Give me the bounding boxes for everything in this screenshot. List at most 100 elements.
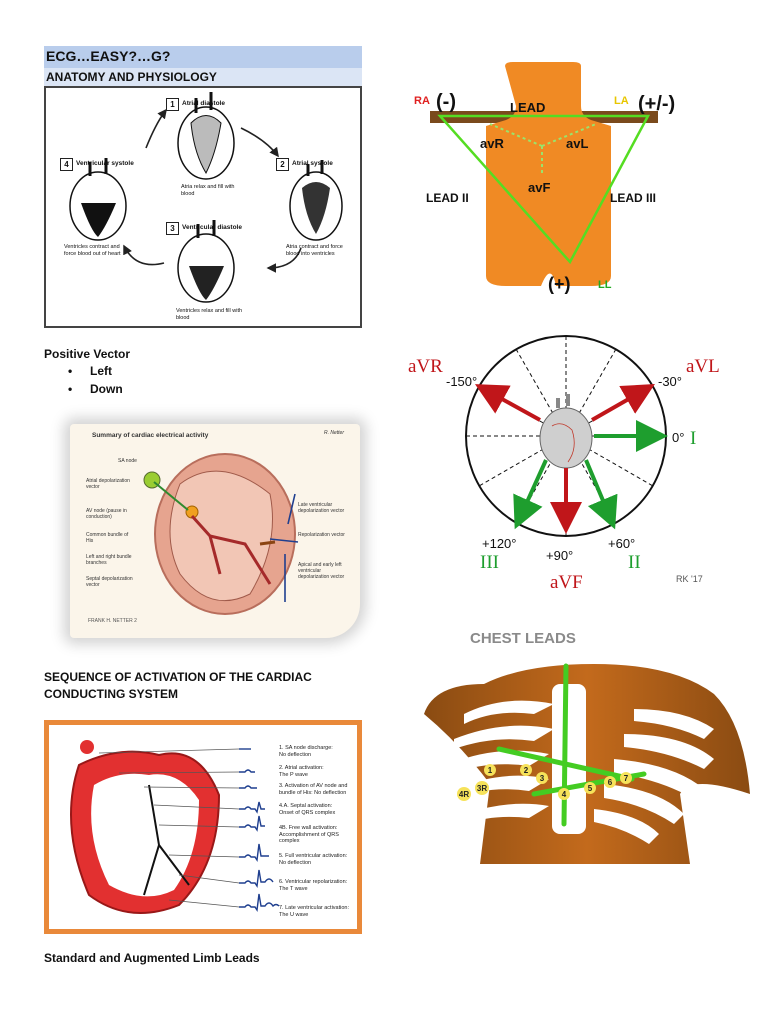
credit-label: RK '17 bbox=[676, 574, 703, 584]
late-vector-label: Late ventricular depolarization vector bbox=[298, 502, 345, 514]
m150-label: -150° bbox=[446, 374, 477, 389]
heart-3-icon bbox=[177, 220, 235, 303]
avf-label: avF bbox=[528, 180, 550, 195]
chest-leads-title: CHEST LEADS bbox=[470, 630, 576, 647]
conduction-step-1: 1. SA node discharge:No deflection bbox=[279, 745, 333, 758]
electrode-markers: 1 2 3 4 5 6 7 3R 4R bbox=[457, 764, 632, 801]
svg-text:6: 6 bbox=[608, 778, 613, 787]
av-node-label: AV node (pause in conduction) bbox=[86, 508, 127, 520]
atrial-vector-label: Atrial depolarization vector bbox=[86, 478, 130, 490]
subtitle-bar: ANATOMY AND PHYSIOLOGY bbox=[44, 68, 362, 86]
lead-ii-label: LEAD II bbox=[426, 191, 469, 205]
center-heart-icon bbox=[539, 394, 593, 469]
avr-axis-label: aVR bbox=[408, 356, 443, 377]
heart-1-icon bbox=[177, 92, 235, 180]
card-footer: FRANK H. NETTER 2 bbox=[88, 618, 137, 624]
lead-ii-vector bbox=[584, 459, 618, 530]
conduction-heart-illustration bbox=[70, 740, 280, 914]
conduction-step-4b: 4B. Free wall activation:Accomplishment … bbox=[279, 825, 339, 844]
stage-4-caption: Ventricles contract and force blood out … bbox=[64, 244, 121, 257]
stage-1-title: Atrial diastole bbox=[182, 100, 225, 107]
ra-label: RA bbox=[414, 95, 430, 107]
avl-axis-label: aVL bbox=[686, 356, 720, 377]
stage-1-caption: Atria relax and fill with blood bbox=[181, 184, 235, 197]
svg-text:7: 7 bbox=[624, 774, 629, 783]
conduction-step-7: 7. Late ventricular activation:The U wav… bbox=[279, 905, 350, 918]
avl-vector bbox=[591, 384, 655, 422]
list-item: Left bbox=[64, 364, 123, 382]
sa-node-label: SA node bbox=[118, 458, 137, 464]
heart-2-icon bbox=[289, 160, 343, 241]
svg-text:3R: 3R bbox=[477, 784, 487, 793]
conduction-step-4a: 4.A. Septal activation:Onset of QRS comp… bbox=[279, 803, 336, 816]
conduction-step-2: 2. Atrial activation:The P wave bbox=[279, 765, 324, 778]
la-label: LA bbox=[614, 95, 629, 107]
svg-text:4: 4 bbox=[562, 790, 567, 799]
lead-i-label: I bbox=[690, 428, 696, 449]
positive-vector-heading: Positive Vector bbox=[44, 347, 131, 361]
avl-label: avL bbox=[566, 136, 588, 151]
netter-signature: R. Netter bbox=[323, 430, 344, 436]
zero-degree-label: 0° bbox=[672, 430, 684, 445]
limb-leads-heading: Standard and Augmented Limb Leads bbox=[44, 951, 260, 965]
einthoven-triangle-diagram: RA (-) LA (+/-) LEAD avR avL avF LEAD II… bbox=[414, 62, 675, 294]
svg-text:2: 2 bbox=[524, 766, 529, 775]
conduction-sequence-figure: 1. SA node discharge:No deflection 2. At… bbox=[44, 720, 362, 934]
stage-3-number: 3 bbox=[166, 222, 179, 235]
torso-silhouette bbox=[486, 62, 611, 286]
conduction-step-5: 5. Full ventricular activation:No deflec… bbox=[279, 853, 348, 866]
title-bar: ECG…EASY?…G? bbox=[44, 46, 362, 68]
septal-vector-label: Septal depolarization vector bbox=[86, 576, 133, 588]
avf-axis-label: aVF bbox=[550, 572, 583, 593]
stage-4-number: 4 bbox=[60, 158, 73, 171]
heart-conduction-illustration bbox=[143, 453, 299, 615]
list-item: Down bbox=[64, 382, 123, 400]
avr-label: avR bbox=[480, 136, 504, 151]
repolarization-label: Repolarization vector bbox=[298, 532, 345, 538]
augmented-axes bbox=[489, 123, 597, 174]
bundle-branches-label: Left and right bundle branches bbox=[86, 554, 132, 566]
p120-label: +120° bbox=[482, 536, 516, 551]
card-title: Summary of cardiac electrical activity bbox=[92, 432, 209, 439]
lead-ii-label: II bbox=[628, 552, 641, 573]
stage-4-title: Ventricular systole bbox=[76, 160, 134, 167]
p90-label: +90° bbox=[546, 548, 573, 563]
svg-text:4R: 4R bbox=[459, 790, 469, 799]
bundle-his-label: Common bundle of His bbox=[86, 532, 129, 544]
svg-text:1: 1 bbox=[488, 766, 493, 775]
positive-vector-list: Left Down bbox=[64, 364, 123, 400]
apical-vector-label: Apical and early left ventricular depola… bbox=[298, 562, 345, 580]
sequence-heading-line1: SEQUENCE OF ACTIVATION OF THE CARDIAC bbox=[44, 670, 312, 684]
einthoven-triangle bbox=[437, 114, 651, 265]
stage-2-number: 2 bbox=[276, 158, 289, 171]
lead-label: LEAD bbox=[510, 100, 545, 115]
cardiac-activity-card: Summary of cardiac electrical activity R… bbox=[70, 424, 360, 638]
m30-label: -30° bbox=[658, 374, 682, 389]
negative-terminal-label: (-) bbox=[436, 91, 456, 113]
sequence-heading-line2: CONDUCTING SYSTEM bbox=[44, 687, 179, 701]
stage-2-title: Atrial systole bbox=[292, 160, 333, 167]
lead-iii-vector bbox=[513, 459, 548, 530]
ll-label: LL bbox=[598, 279, 612, 291]
heart-4-icon bbox=[69, 158, 127, 241]
stage-3-caption: Ventricles relax and fill with blood bbox=[176, 308, 243, 321]
cycle-arrows bbox=[69, 92, 343, 303]
conduction-step-6: 6. Ventricular repolarization:The T wave bbox=[279, 879, 348, 892]
page-title: ECG…EASY?…G? bbox=[46, 48, 171, 64]
stage-3-title: Ventricular diastole bbox=[182, 224, 242, 231]
stage-2-caption: Atria contract and force blood into vent… bbox=[286, 244, 343, 257]
chest-leads-diagram: 1 2 3 4 5 6 7 3R 4R bbox=[424, 663, 750, 864]
svg-text:3: 3 bbox=[540, 774, 545, 783]
positive-terminal-label: (+) bbox=[548, 274, 571, 294]
posneg-terminal-label: (+/-) bbox=[638, 93, 675, 115]
svg-text:5: 5 bbox=[588, 784, 593, 793]
avr-vector bbox=[474, 384, 541, 422]
stage-1-number: 1 bbox=[166, 98, 179, 111]
lead-iii-label: LEAD III bbox=[610, 191, 656, 205]
hexaxial-axis-diagram: aVR -150° aVL -30° 0° I +120° +90° +60° … bbox=[408, 335, 720, 593]
cardiac-cycle-figure: 1 Atrial diastole Atria relax and fill w… bbox=[44, 86, 362, 328]
p60-label: +60° bbox=[608, 536, 635, 551]
lead-iii-label: III bbox=[480, 552, 499, 573]
section-subtitle: ANATOMY AND PHYSIOLOGY bbox=[46, 70, 217, 84]
